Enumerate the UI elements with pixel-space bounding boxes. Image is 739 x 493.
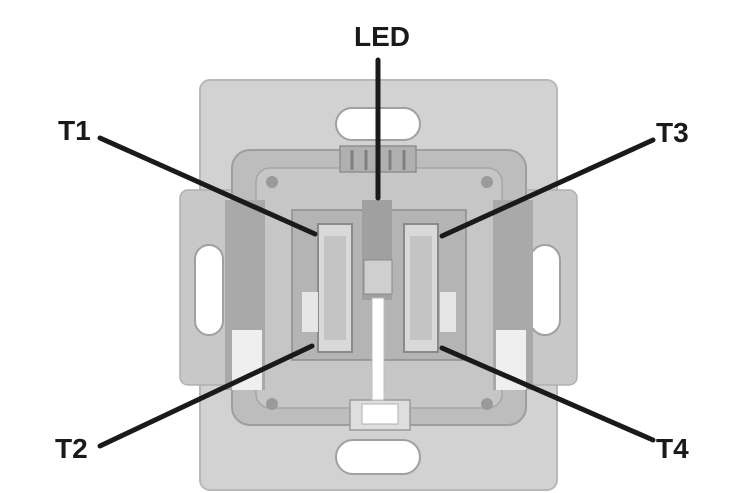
rocker-mechanism (291, 200, 467, 401)
leader-t3 (439, 137, 656, 239)
label-t1: T1 (58, 115, 91, 146)
label-t2: T2 (55, 433, 88, 464)
leader-t4 (439, 345, 656, 443)
label-t3: T3 (656, 117, 689, 148)
leader-lines (97, 57, 656, 449)
label-led: LED (354, 21, 410, 52)
leader-t2 (97, 343, 315, 449)
labels: LED T1 T2 T3 T4 (55, 21, 689, 464)
leader-t1 (97, 135, 318, 237)
label-t4: T4 (656, 433, 689, 464)
